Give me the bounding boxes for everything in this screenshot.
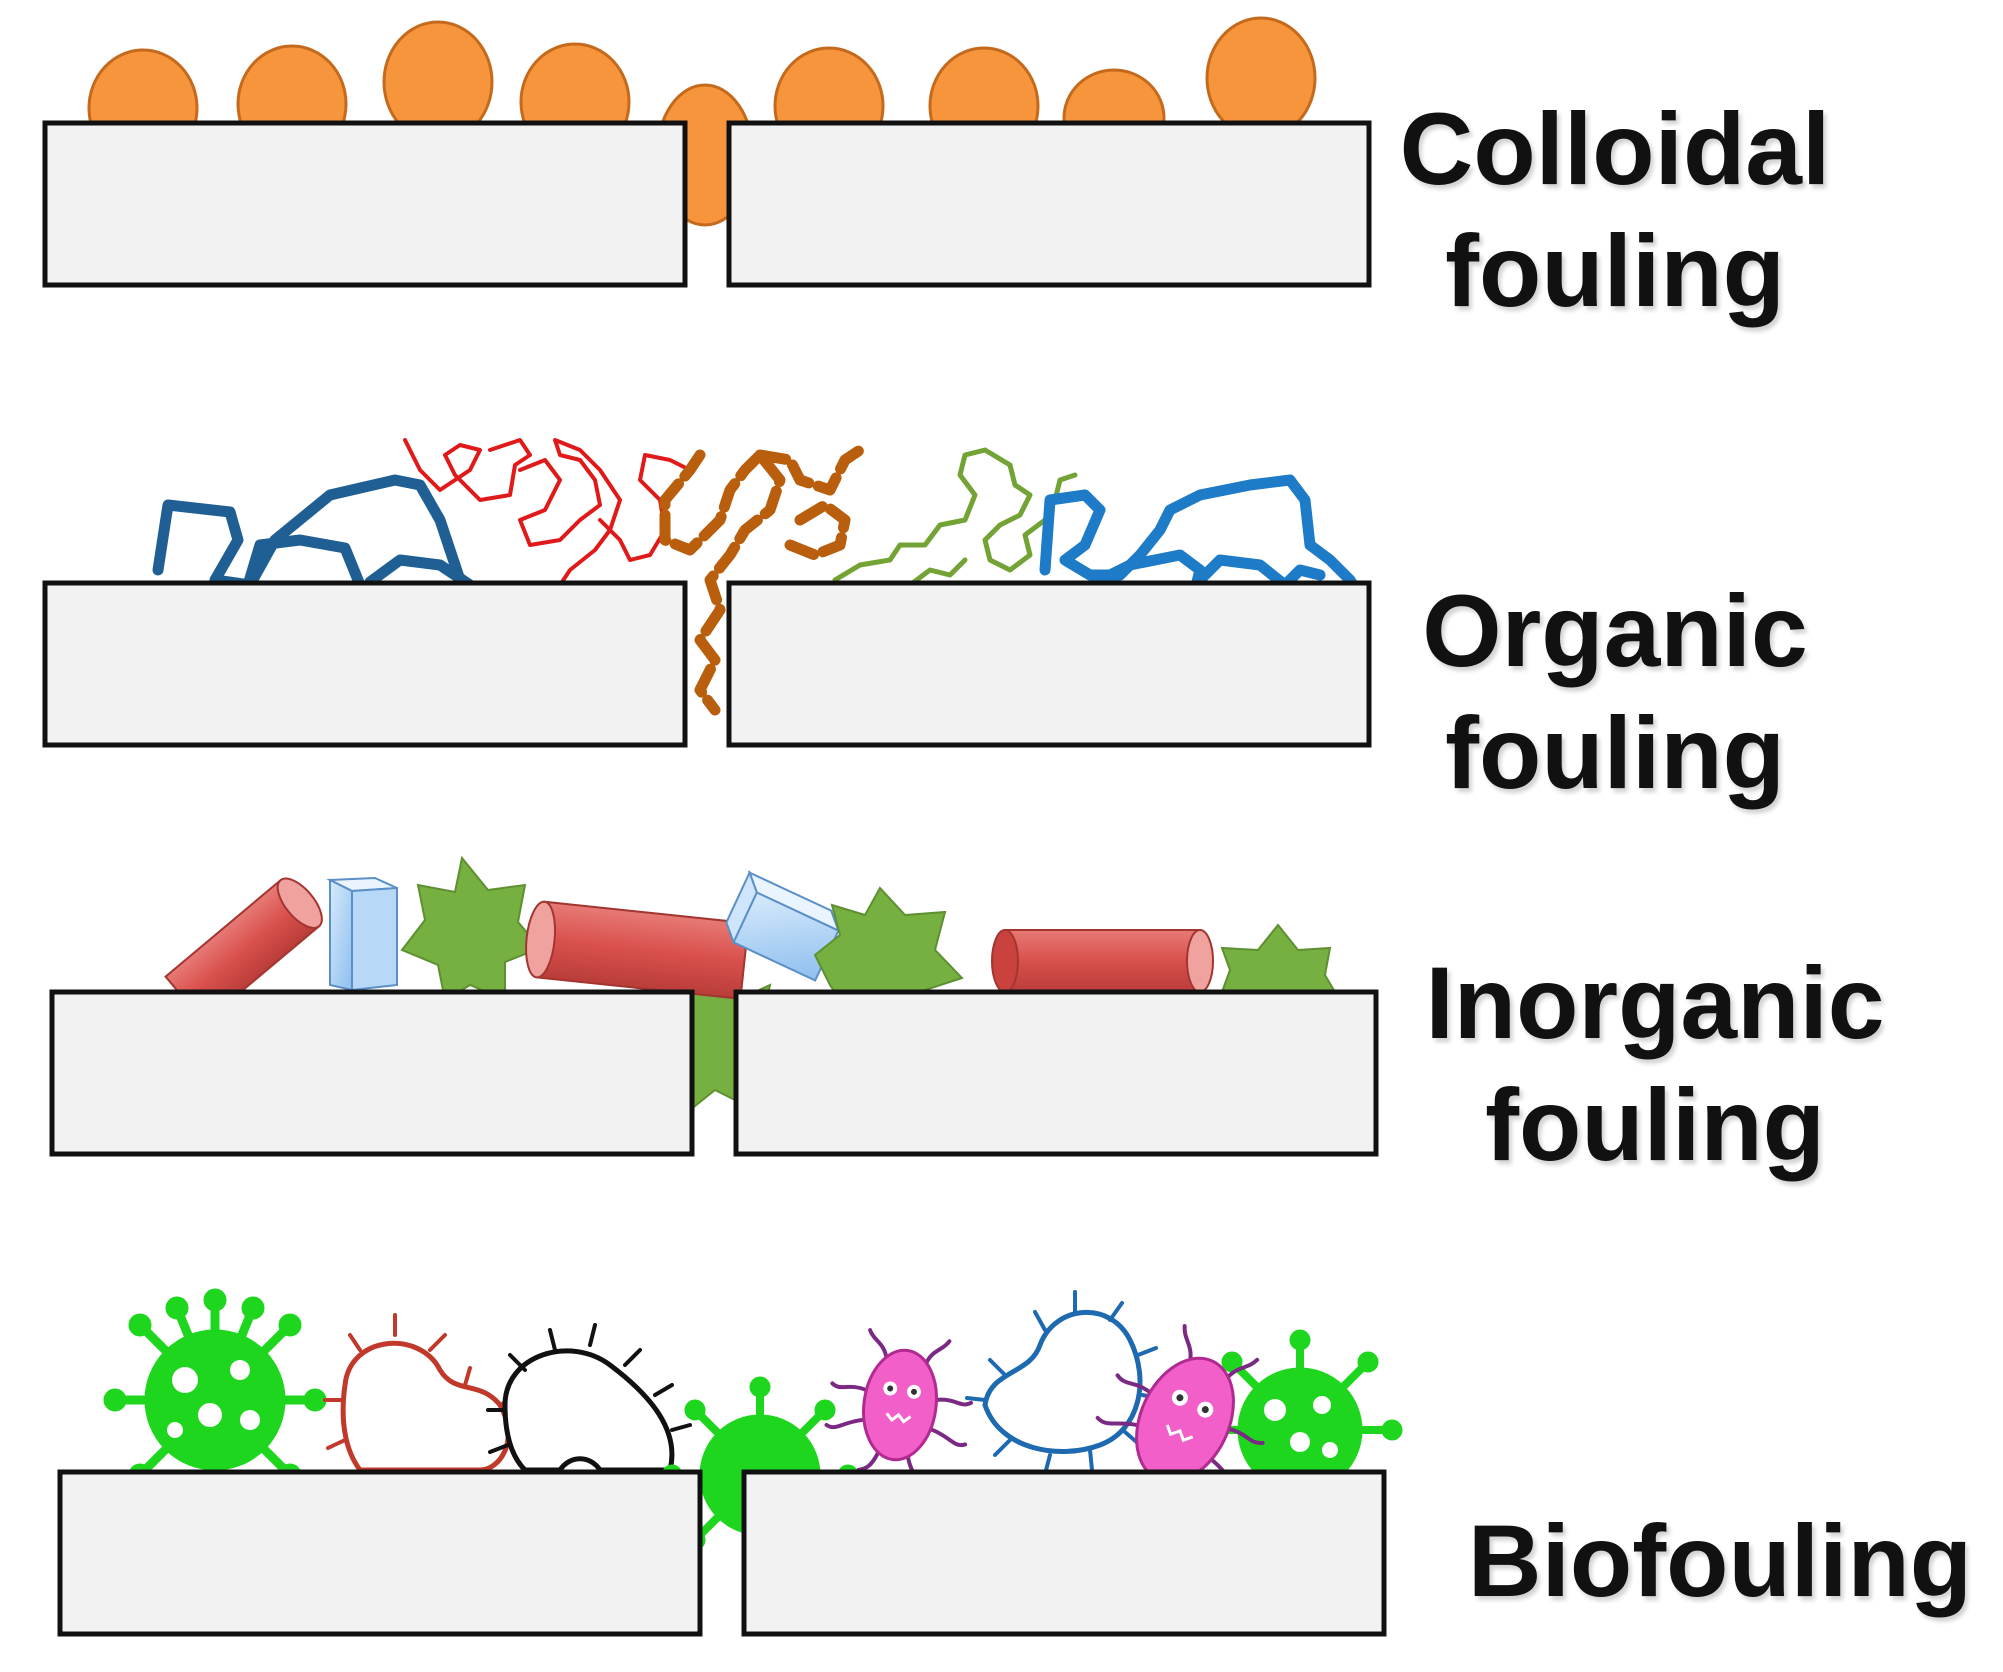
membrane-right bbox=[741, 1469, 1387, 1637]
cube-crystal-icon bbox=[725, 870, 841, 982]
label-organic: Organic fouling bbox=[1390, 570, 1840, 814]
polymer-chain-icon bbox=[1094, 549, 1326, 596]
membrane-left bbox=[57, 1469, 703, 1637]
polymer-chain-icon bbox=[659, 444, 866, 716]
polymer-chains bbox=[152, 438, 1371, 716]
label-colloidal: Colloidal fouling bbox=[1380, 88, 1850, 332]
star-crystal-icon bbox=[1220, 923, 1337, 993]
label-bio: Biofouling bbox=[1450, 1500, 1990, 1622]
membrane-right bbox=[733, 989, 1379, 1157]
membrane-right bbox=[726, 120, 1372, 288]
microbe-icon bbox=[1095, 1324, 1265, 1488]
bacterium-icon bbox=[486, 1323, 692, 1473]
polymer-chain-icon bbox=[1039, 474, 1371, 611]
organic-row bbox=[42, 438, 1372, 748]
cube-crystal-icon bbox=[326, 876, 398, 992]
label-organic-line2: fouling bbox=[1445, 696, 1785, 810]
polymer-chain-icon bbox=[242, 534, 476, 591]
inorganic-row bbox=[49, 855, 1379, 1157]
virus-icon bbox=[103, 1288, 327, 1505]
bacterium-icon bbox=[323, 1313, 530, 1473]
star-crystal-icon bbox=[813, 886, 964, 1001]
label-colloidal-line1: Colloidal bbox=[1399, 92, 1831, 206]
bio-row bbox=[57, 1288, 1403, 1637]
membrane-right bbox=[726, 580, 1372, 748]
cylinder-crystal-icon bbox=[991, 929, 1214, 993]
membrane-left bbox=[42, 120, 688, 288]
bacterium-icon bbox=[965, 1290, 1162, 1476]
label-inorganic-line1: Inorganic bbox=[1425, 946, 1885, 1060]
label-inorganic: Inorganic fouling bbox=[1405, 942, 1905, 1186]
colloid-particle-icon bbox=[1205, 16, 1317, 140]
label-organic-line1: Organic bbox=[1422, 574, 1808, 688]
polymer-chain-icon bbox=[832, 447, 1078, 588]
membrane-left bbox=[49, 989, 695, 1157]
label-inorganic-line2: fouling bbox=[1485, 1068, 1825, 1182]
label-bio-line1: Biofouling bbox=[1467, 1504, 1973, 1618]
cylinder-crystal-icon bbox=[525, 900, 750, 1000]
polymer-chain-icon bbox=[152, 474, 466, 591]
membrane-left bbox=[42, 580, 688, 748]
star-crystal-icon bbox=[400, 855, 542, 1002]
colloidal-row bbox=[42, 16, 1372, 288]
label-colloidal-line2: fouling bbox=[1445, 214, 1785, 328]
polymer-chain-icon bbox=[784, 499, 851, 561]
microbe-icon bbox=[824, 1328, 973, 1481]
